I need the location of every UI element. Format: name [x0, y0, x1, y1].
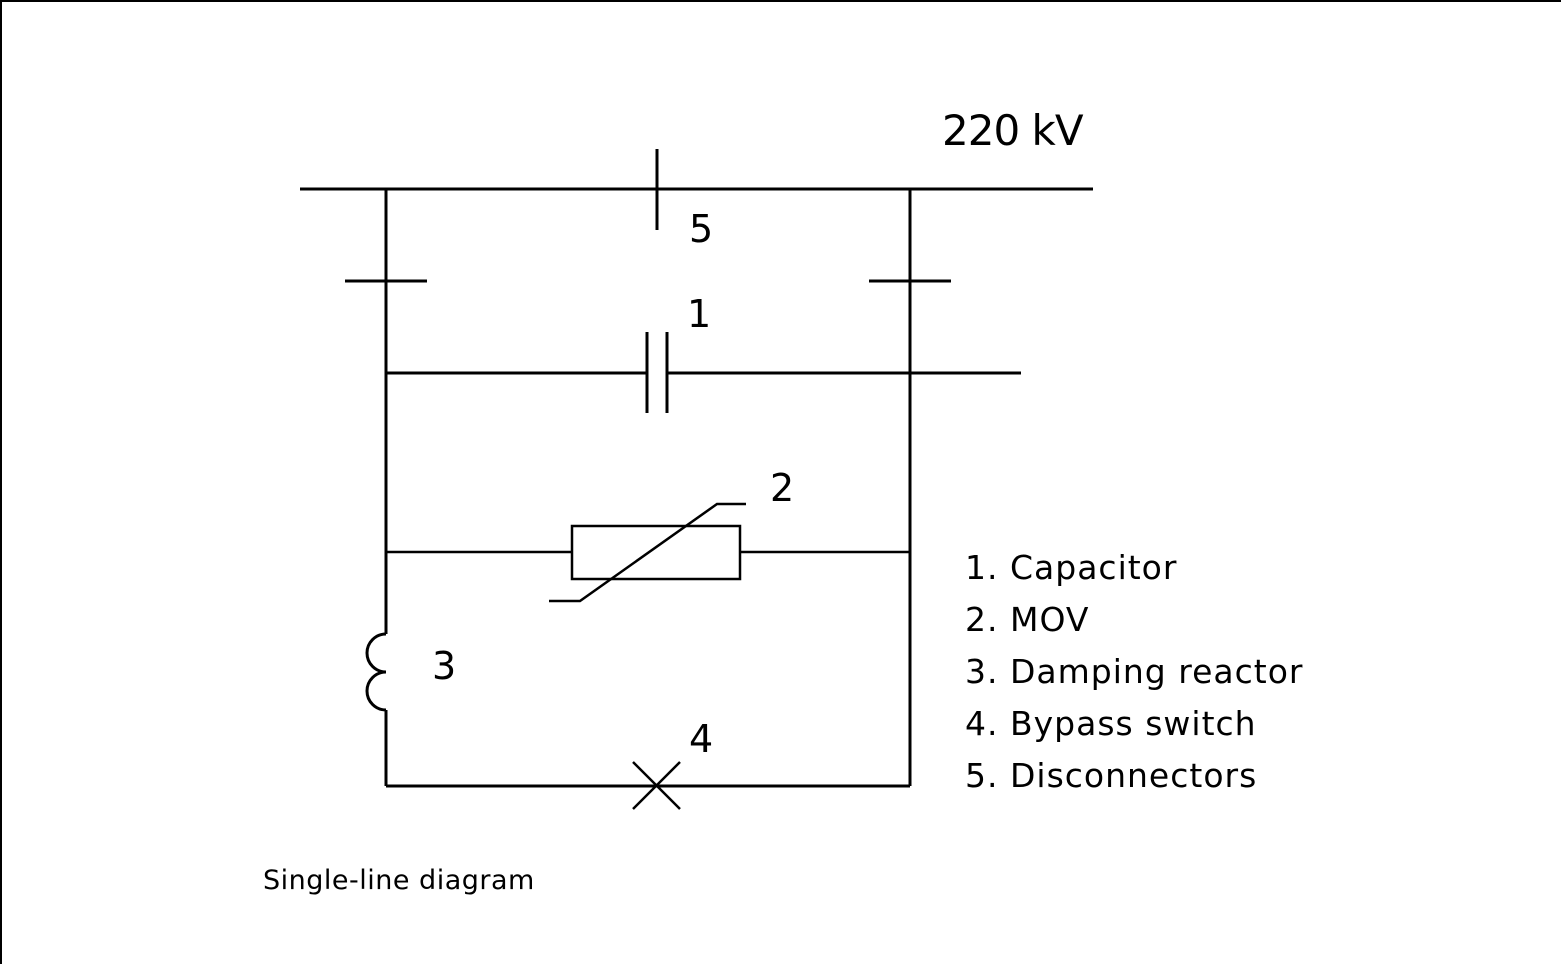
legend-label: Damping reactor — [1010, 652, 1304, 691]
legend-number: 5. — [965, 756, 999, 795]
damping-reactor-coil — [365, 632, 387, 712]
legend-item: 2. MOV — [965, 600, 1303, 652]
label-capacitor: 1 — [687, 292, 712, 336]
legend-label: Disconnectors — [1010, 756, 1258, 795]
legend-item: 3. Damping reactor — [965, 652, 1303, 704]
legend-item: 5. Disconnectors — [965, 756, 1303, 808]
legend-label: Capacitor — [1010, 548, 1178, 587]
mov-nonlinear-slash — [549, 502, 746, 603]
mov-resistor-body — [570, 524, 742, 581]
bypass-switch-cross-b — [632, 761, 681, 810]
legend: 1. Capacitor 2. MOV 3. Damping reactor 4… — [965, 548, 1303, 808]
legend-number: 4. — [965, 704, 999, 743]
legend-number: 3. — [965, 652, 999, 691]
bus-voltage-label: 220 kV — [942, 106, 1084, 155]
label-damping-reactor: 3 — [432, 644, 457, 688]
legend-label: Bypass switch — [1010, 704, 1257, 743]
legend-item: 1. Capacitor — [965, 548, 1303, 600]
diagram-caption: Single-line diagram — [263, 865, 535, 896]
legend-number: 1. — [965, 548, 999, 587]
label-disconnector: 5 — [689, 207, 714, 251]
legend-number: 2. — [965, 600, 999, 639]
label-mov: 2 — [770, 466, 795, 510]
legend-label: MOV — [1010, 600, 1090, 639]
legend-item: 4. Bypass switch — [965, 704, 1303, 756]
label-bypass-switch: 4 — [689, 717, 714, 761]
